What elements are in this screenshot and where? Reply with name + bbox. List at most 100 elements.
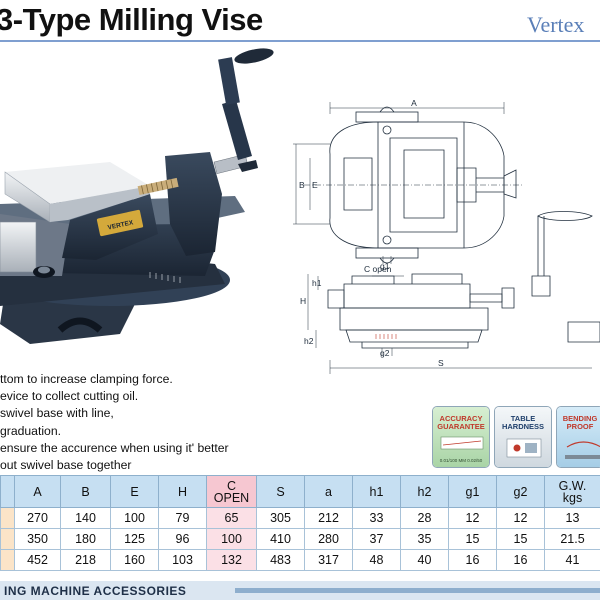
table-cell: 65	[206, 507, 257, 529]
section-footer: ING MACHINE ACCESSORIES	[0, 581, 600, 600]
header-line: C	[226, 478, 237, 493]
table-cell: 140	[60, 507, 111, 529]
table-cell: 28	[400, 507, 449, 529]
table-cell: 305	[256, 507, 305, 529]
badge-label-line2: PROOF	[566, 422, 594, 431]
dim-label-c-open: C open	[364, 264, 392, 274]
footer-bar	[235, 588, 600, 593]
table-cell: 48	[352, 549, 401, 571]
table-cell: 15	[496, 528, 545, 550]
feature-list: ttom to increase clamping force. evice t…	[0, 371, 290, 474]
table-cell: 125	[110, 528, 159, 550]
bending-proof-icon	[565, 441, 600, 459]
table-cell: 15	[448, 528, 497, 550]
dim-label-g1: g1	[380, 261, 390, 271]
table-cell: 317	[304, 549, 353, 571]
dim-label-h: H	[300, 296, 306, 306]
table-cell: 280	[304, 528, 353, 550]
table-cell: 103	[158, 549, 207, 571]
table-cell: 100	[206, 528, 257, 550]
table-cell	[0, 549, 15, 571]
table-cell: 132	[206, 549, 257, 571]
column-header-gw: G.W. kgs	[544, 475, 600, 508]
table-cell: 483	[256, 549, 305, 571]
dim-label-a: A	[411, 98, 417, 108]
column-header-a-small: a	[304, 475, 353, 508]
header-line: OPEN	[213, 490, 250, 505]
column-header-h: H	[158, 475, 207, 508]
crank-arm	[222, 100, 252, 160]
table-row: 270 140 100 79 65 305 212 33 28 12 12 13	[0, 507, 600, 529]
badge-label-line1: ACCURACY	[439, 414, 483, 423]
table-cell: 452	[14, 549, 61, 571]
dim-label-h1: h1	[312, 278, 322, 288]
side-view-handle	[537, 211, 593, 221]
spec-table: A B E H C OPEN S a h1 h2 g1 g2 G.W. kgs …	[0, 475, 600, 571]
table-cell: 12	[448, 507, 497, 529]
badge-label-line1: TABLE	[510, 414, 536, 423]
table-cell: 37	[352, 528, 401, 550]
dim-label-g2: g2	[380, 348, 390, 358]
brand-name: Vertex	[527, 12, 585, 37]
table-cell: 16	[496, 549, 545, 571]
title-rule	[0, 40, 600, 42]
footer-label: ING MACHINE ACCESSORIES	[4, 584, 187, 598]
header-line: G.W.	[558, 478, 587, 493]
front-view-outline	[343, 283, 471, 309]
badge-note: 0.01/100 MM 0.02/50	[439, 458, 483, 463]
table-cell: 350	[14, 528, 61, 550]
table-hardness-badge: TABLE HARDNESS	[494, 406, 552, 468]
table-cell: 12	[496, 507, 545, 529]
table-cell: 35	[400, 528, 449, 550]
feature-item: evice to collect cutting oil.	[0, 389, 139, 404]
table-cell	[0, 528, 15, 550]
table-row: 350 180 125 96 100 410 280 37 35 15 15 2…	[0, 528, 600, 550]
dim-label-e: E	[312, 180, 318, 190]
table-cell: 270	[14, 507, 61, 529]
feature-item: ensure the accurence when using it' bett…	[0, 440, 229, 455]
table-cell: 212	[304, 507, 353, 529]
accuracy-guarantee-badge: ACCURACY GUARANTEE 0.01/100 MM 0.02/50	[432, 406, 490, 468]
table-cell: 16	[448, 549, 497, 571]
column-header-s: S	[256, 475, 305, 508]
quality-badges: ACCURACY GUARANTEE 0.01/100 MM 0.02/50 T…	[432, 406, 600, 468]
table-cell: 218	[60, 549, 111, 571]
column-header-h1: h1	[352, 475, 401, 508]
dim-label-b: B	[299, 180, 305, 190]
column-header-e: E	[110, 475, 159, 508]
table-cell: 96	[158, 528, 207, 550]
badge-label-line2: HARDNESS	[501, 422, 545, 431]
feature-item: ttom to increase clamping force.	[0, 372, 173, 386]
table-cell: 33	[352, 507, 401, 529]
feature-item: out swivel base together	[0, 457, 132, 472]
table-cell: 79	[158, 507, 207, 529]
table-cell: 100	[110, 507, 159, 529]
column-header-b: B	[60, 475, 111, 508]
table-cell: 41	[544, 549, 600, 571]
bending-proof-badge: BENDING PROOF	[556, 406, 600, 468]
table-cell: 160	[110, 549, 159, 571]
column-header-g2: g2	[496, 475, 545, 508]
page-title: 3-Type Milling Vise	[0, 2, 263, 37]
vise-nameplate	[96, 209, 144, 237]
table-cell: 21.5	[544, 528, 600, 550]
column-header-g1: g1	[448, 475, 497, 508]
screw-housing	[165, 152, 222, 256]
milling-vise-photo: VERTEX	[0, 48, 274, 344]
column-header-model	[0, 475, 15, 508]
hardness-tester-icon	[506, 438, 542, 458]
technical-drawing: A B E g1 C open h1 H h2 g2 S	[293, 98, 600, 374]
dim-label-s: S	[438, 358, 444, 368]
column-header-a: A	[14, 475, 61, 508]
table-cell	[0, 507, 15, 529]
table-cell: 13	[544, 507, 600, 529]
column-header-h2: h2	[400, 475, 449, 508]
feature-item: swivel base with line,	[0, 406, 114, 421]
table-cell: 40	[400, 549, 449, 571]
badge-label-line2: GUARANTEE	[437, 422, 485, 431]
column-header-c-open: C OPEN	[206, 475, 257, 508]
spec-header-row: A B E H C OPEN S a h1 h2 g1 g2 G.W. kgs	[0, 475, 600, 508]
crank-knob	[234, 48, 274, 64]
dim-label-h2: h2	[304, 336, 314, 346]
badge-label-line1: BENDING	[562, 414, 598, 423]
